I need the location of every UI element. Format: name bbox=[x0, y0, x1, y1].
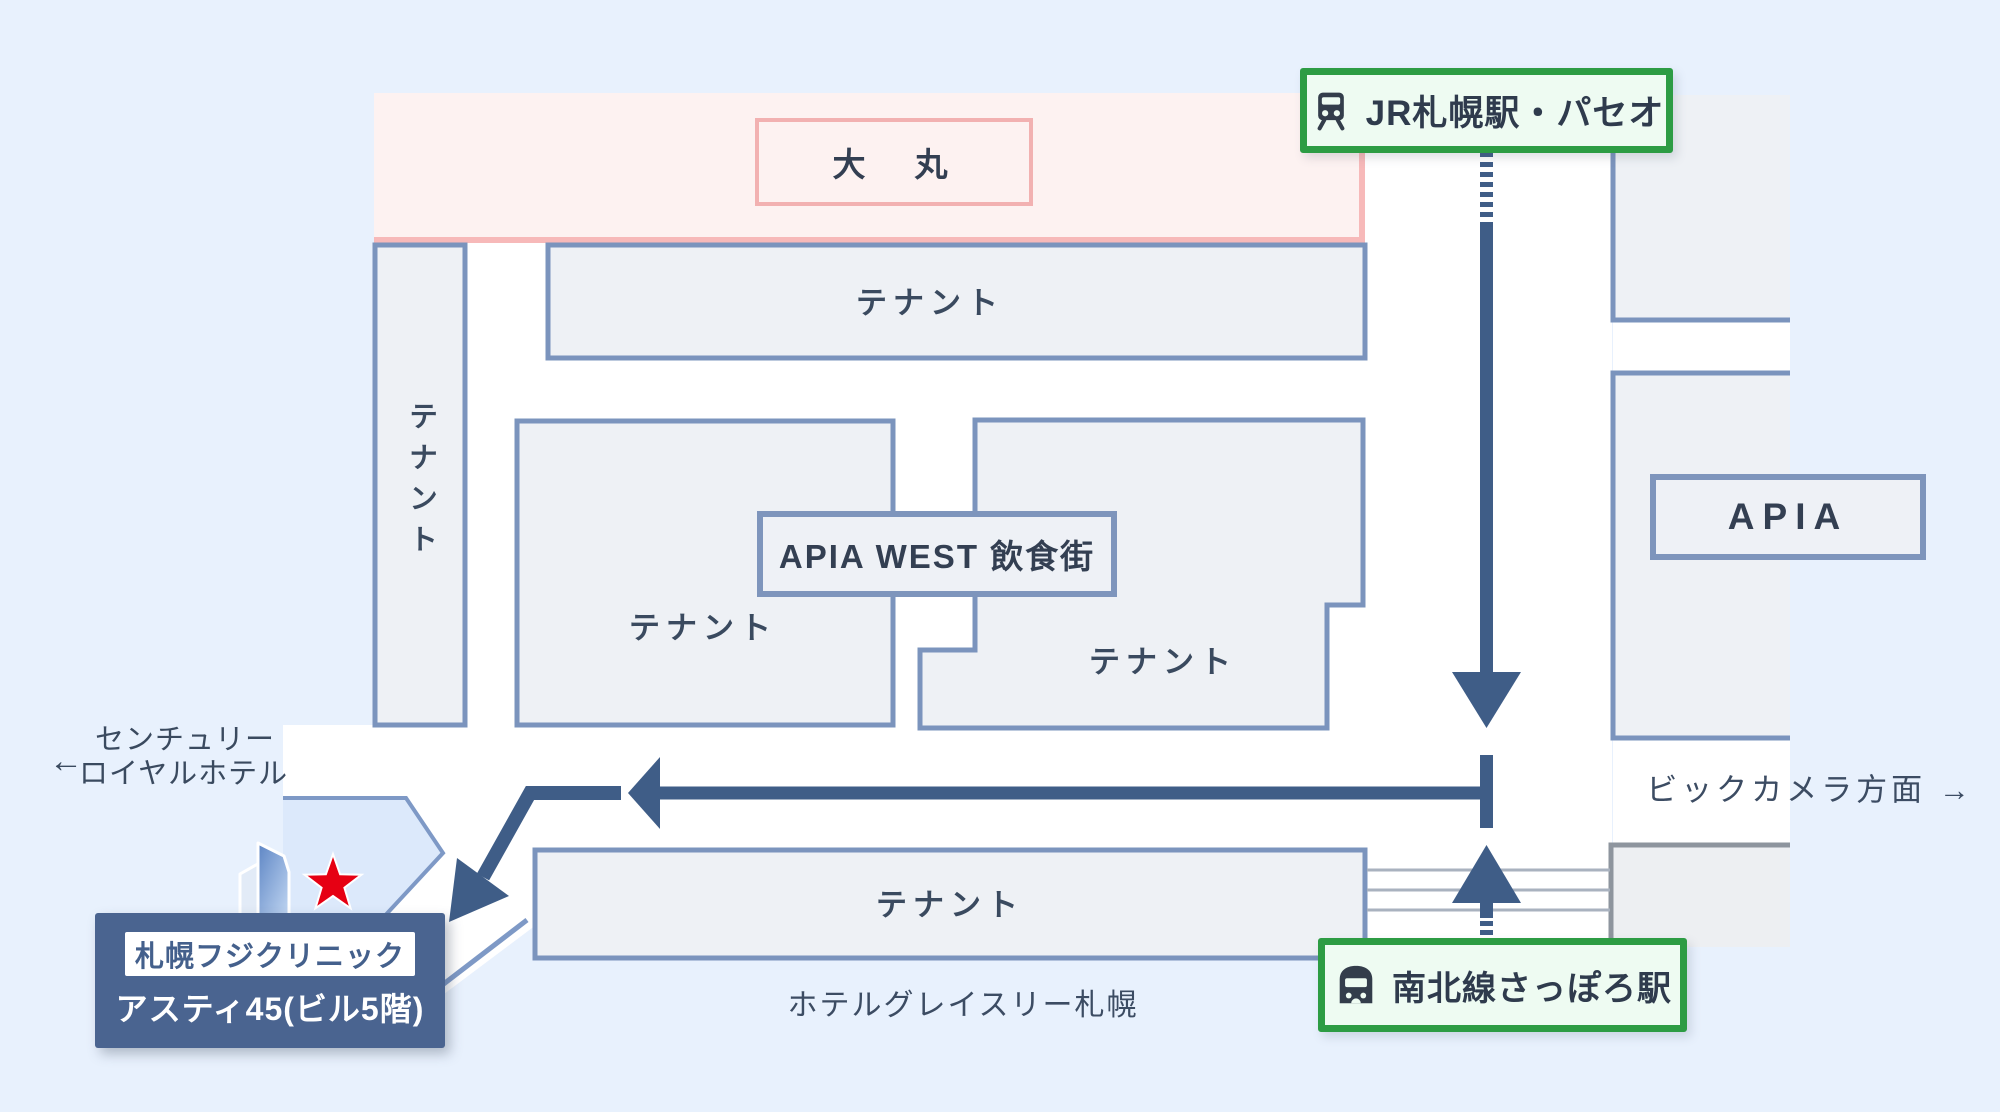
apia-label: APIA bbox=[1727, 496, 1849, 537]
route-arrows bbox=[449, 152, 1521, 938]
apia-west-label: APIA WEST 飲食街 bbox=[778, 538, 1096, 575]
left-arrow-icon: ← bbox=[49, 742, 83, 780]
tenant-left-label: テナント bbox=[404, 401, 437, 565]
block-tenant-top bbox=[545, 242, 1368, 361]
clinic-name-strip: 札幌フジクリニック bbox=[125, 932, 415, 976]
block-tenant-bottom bbox=[532, 847, 1368, 961]
century-hotel-line2: ロイヤルホテル bbox=[79, 758, 289, 790]
route-down-arrowhead bbox=[1452, 672, 1521, 728]
jr-station-box: JR札幌駅・パセオ bbox=[1300, 68, 1673, 153]
tenant-mid-label: テナント bbox=[1089, 644, 1237, 680]
train-icon bbox=[1309, 89, 1353, 133]
hotel-gracery-label: ホテルグレイスリー札幌 bbox=[787, 989, 1139, 1022]
apia-box: APIA bbox=[1650, 474, 1926, 560]
apia-west-box: APIA WEST 飲食街 bbox=[757, 511, 1117, 597]
jr-station-label: JR札幌駅・パセオ bbox=[1365, 94, 1665, 133]
clinic-card: 札幌フジクリニック アスティ45(ビル5階) bbox=[95, 913, 445, 1048]
route-bend-arrowhead bbox=[449, 858, 509, 922]
daimaru-label: 大 丸 bbox=[832, 146, 956, 183]
block-tenant-mid bbox=[917, 417, 1366, 731]
tenant-top-label: テナント bbox=[856, 285, 1004, 321]
subway-icon bbox=[1333, 962, 1379, 1008]
block-tenant-left bbox=[372, 242, 468, 728]
building-blocks bbox=[372, 95, 1790, 961]
clinic-building-label: アスティ45(ビル5階) bbox=[115, 991, 425, 1027]
tenant-bottom-label: テナント bbox=[876, 887, 1024, 923]
subway-up-arrowhead bbox=[1452, 845, 1521, 903]
subway-station-box: 南北線さっぽろ駅 bbox=[1318, 938, 1687, 1032]
block-bottom-right bbox=[1611, 845, 1790, 947]
subway-station-label: 南北線さっぽろ駅 bbox=[1392, 969, 1672, 1008]
clinic-name-label: 札幌フジクリニック bbox=[134, 941, 405, 973]
route-bend-line bbox=[476, 786, 621, 881]
daimaru-box: 大 丸 bbox=[755, 118, 1033, 206]
red-star-icon bbox=[301, 850, 365, 911]
tenant-mid-left-label: テナント bbox=[629, 610, 777, 646]
century-hotel-line1: センチュリー bbox=[95, 724, 276, 756]
route-left-arrowhead bbox=[628, 757, 660, 829]
bic-camera-direction-label: ビックカメラ方面 → bbox=[1646, 772, 1974, 808]
